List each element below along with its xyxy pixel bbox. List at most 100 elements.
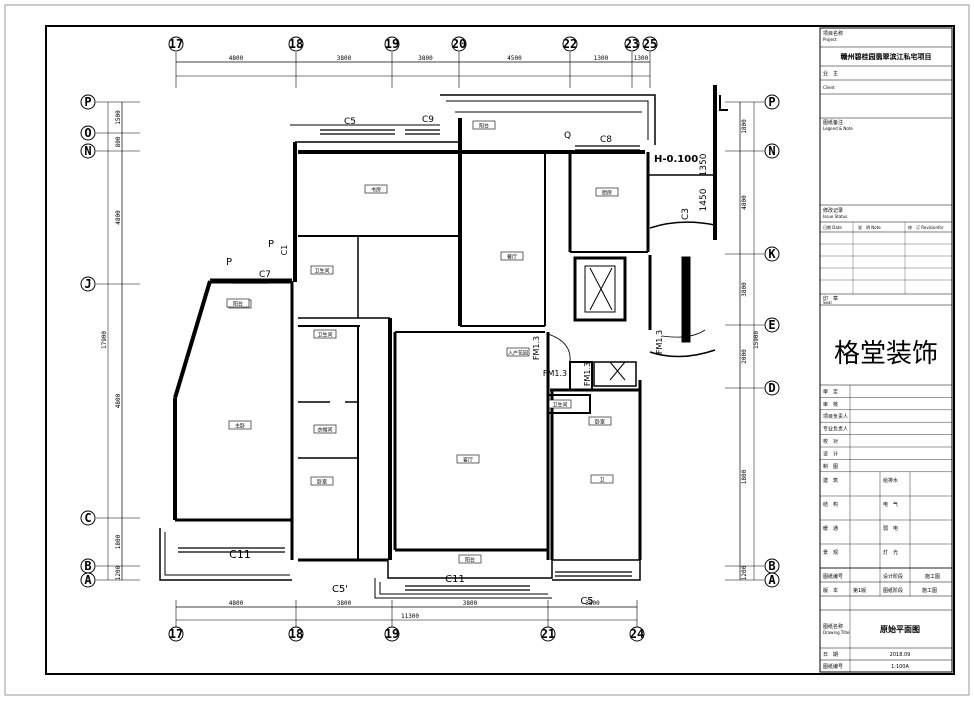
door-label: FM1.3 (543, 369, 567, 378)
layout-label-en: Legend & Note (823, 126, 853, 131)
seal-label-en: Seal (823, 300, 832, 305)
dim-total-right: 15900 (753, 331, 760, 349)
room-label-box (313, 329, 337, 339)
role-label: 制 图 (823, 463, 838, 470)
revision-label: 修改记录 (823, 207, 843, 214)
axis-bubble-top (562, 36, 578, 52)
room-label-box (590, 474, 614, 484)
window-label: C3 (681, 208, 691, 220)
room-label-box (548, 399, 572, 409)
axis-label-top: 17 (169, 37, 183, 51)
owner-label: 业 主 (823, 70, 838, 77)
doors-layer (547, 329, 706, 363)
axis-label-right: D (768, 381, 775, 395)
windows-layer (178, 129, 640, 591)
axis-bubble-left (80, 276, 96, 292)
dim-text-right: 1200 (741, 565, 748, 580)
revision-header: 日期 Date (823, 224, 842, 230)
role-label: 校 对 (823, 438, 838, 445)
discipline-label: 给排水 (883, 477, 898, 484)
drawing-title-label: 图纸名称 (823, 623, 843, 630)
project-name-label-en: Project (823, 37, 837, 42)
axis-label-top: 19 (385, 37, 399, 51)
dim-text-right: 3800 (741, 282, 748, 297)
marker-p: P (268, 239, 274, 250)
room-label-box (595, 187, 619, 197)
dim-text-left: 4800 (115, 393, 122, 408)
date-value: 2018.09 (890, 652, 911, 658)
axis-bubble-left (80, 510, 96, 526)
dim-text-right: 2000 (741, 349, 748, 364)
window-label: C8 (600, 135, 612, 145)
dim-text-top: 3800 (337, 55, 352, 62)
axis-bubble-top (288, 36, 304, 52)
axis-label-left: P (84, 95, 91, 109)
dim-text-left: 1200 (115, 565, 122, 580)
room-label-box (226, 298, 250, 308)
dim-text-right: 4800 (741, 195, 748, 210)
window-label: C7 (259, 270, 271, 280)
window-label: C5' (332, 584, 348, 595)
axis-bubble-right (764, 246, 780, 262)
axis-label-top: 23 (625, 37, 639, 51)
role-label: 审 定 (823, 388, 838, 395)
role-label: 专业负责人 (823, 426, 848, 433)
room-labels-layer: 书房主卧卫生间卫生间衣帽间卧室阳台客厅入户花园餐厅厨房卧室卫生间主卧卫阳台阳台 (226, 120, 619, 564)
inner-frame (45, 25, 955, 675)
discipline-label: 建 筑 (823, 477, 838, 484)
dim-text-top: 4800 (229, 55, 244, 62)
room-label: 阳台 (233, 301, 243, 308)
axis-bubble-left (80, 572, 96, 588)
dim-text-left: 4800 (115, 210, 122, 225)
room-label-box (472, 120, 496, 130)
axis-label-right: N (768, 144, 775, 158)
door-label: FM1.3 (583, 362, 592, 386)
dim-text-bottom: 3800 (337, 600, 352, 607)
drawing-title-label-en: Drawing Title (823, 630, 850, 635)
dim-text-left: 1800 (115, 534, 122, 549)
room-label: 餐厅 (507, 254, 517, 261)
room-label-box (500, 251, 524, 261)
axis-label-right: E (768, 318, 775, 332)
room-label: 阳台 (479, 123, 489, 130)
dim-text-left: 1500 (115, 110, 122, 125)
axis-label-bottom: 24 (630, 627, 644, 641)
room-label: 主卧 (235, 423, 245, 430)
project-phase-label: 图纸阶段 (883, 587, 903, 594)
marker-q: Q (564, 131, 571, 141)
level-mark: H-0.100 (654, 154, 698, 165)
window-label: C11 (445, 574, 465, 585)
scale-label: 图纸编号 (823, 663, 843, 670)
axis-label-top: 22 (563, 37, 577, 51)
dim-text-bottom: 3800 (463, 600, 478, 607)
dim-text-right: 1800 (741, 469, 748, 484)
axis-label-left: A (84, 573, 92, 587)
owner-value: Client (823, 85, 835, 90)
axis-label-bottom: 19 (385, 627, 399, 641)
role-label: 设 计 (823, 450, 838, 457)
role-label: 项目负责人 (823, 413, 848, 420)
axis-bubble-top (384, 36, 400, 52)
axis-label-left: C (84, 511, 91, 525)
seal-label: 印 章 (823, 295, 838, 302)
axis-label-left: B (84, 559, 91, 573)
axis-label-top: 18 (289, 37, 303, 51)
room-label-box (456, 454, 480, 464)
design-phase-label: 设计阶段 (883, 573, 903, 580)
discipline-label: 弱 电 (883, 525, 898, 532)
project-phase-value: 施工图 (922, 587, 937, 594)
dim-text-bottom: 4800 (229, 600, 244, 607)
window-label: C11 (229, 548, 251, 561)
room-label-box (588, 416, 612, 426)
room-label: 卫生间 (552, 402, 567, 409)
axis-label-top: 25 (643, 37, 657, 51)
axis-bubble-left (80, 125, 96, 141)
room-label-box (364, 184, 388, 194)
dim-total-bottom: 11300 (401, 613, 419, 620)
edition-value: 第1版 (853, 587, 866, 594)
axis-label-left: J (84, 277, 91, 291)
axis-label-left: N (84, 144, 91, 158)
